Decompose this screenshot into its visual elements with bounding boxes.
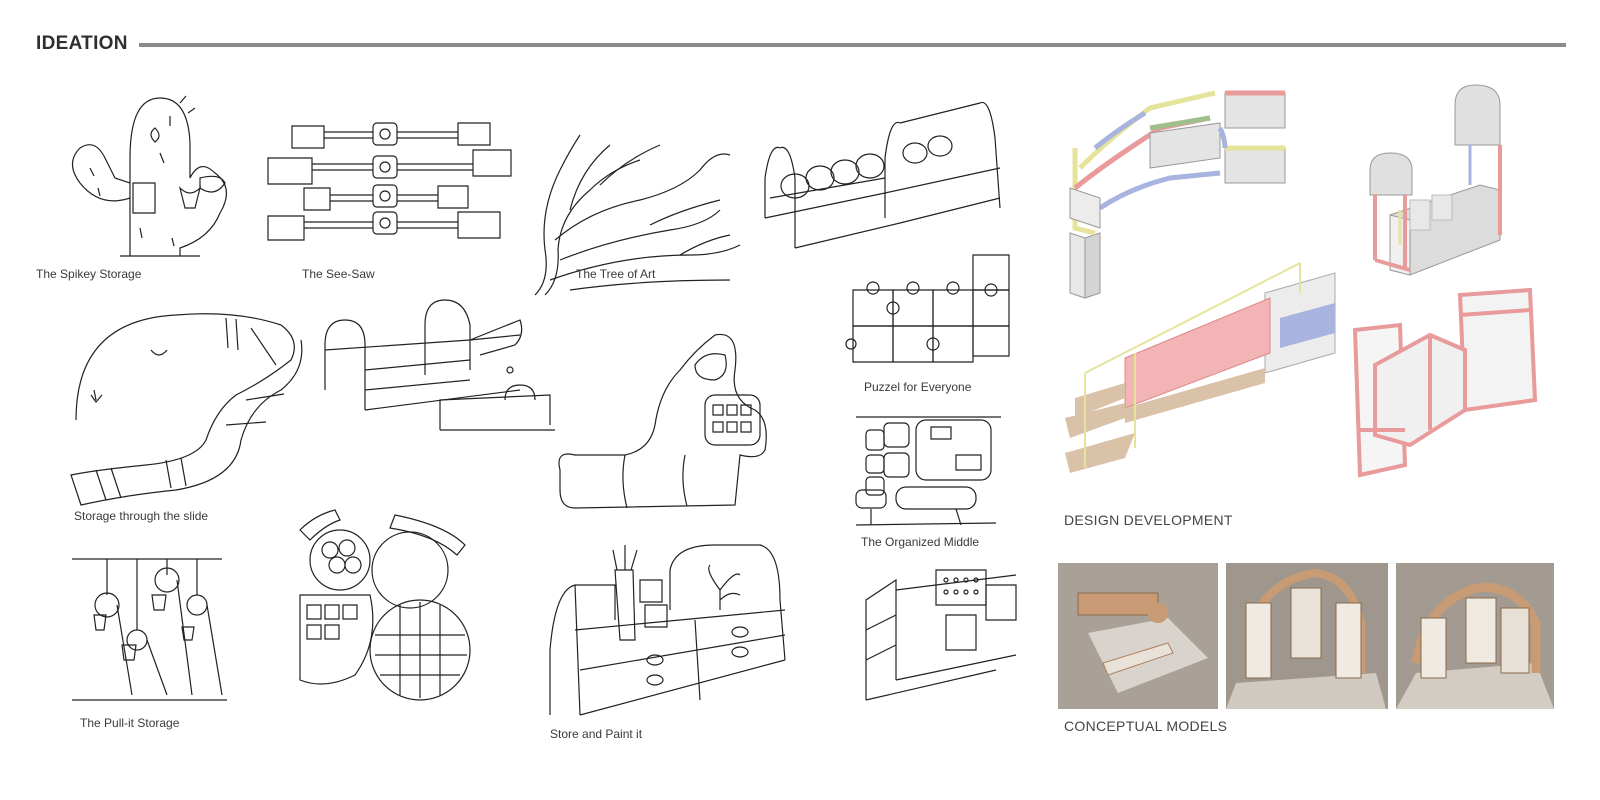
caption-spikey-storage: The Spikey Storage [36, 267, 142, 281]
caption-slide: Storage through the slide [74, 509, 209, 523]
sketch-blob-seating [555, 330, 785, 520]
sketch-swing-bench [760, 98, 1010, 253]
sketch-cabinet [866, 560, 1026, 705]
sketch-circle-storage [295, 510, 475, 710]
sketch-see-saw [268, 118, 518, 248]
section-label-design-development: DESIGN DEVELOPMENT [1064, 512, 1233, 528]
caption-organized-middle: The Organized Middle [861, 535, 980, 549]
caption-see-saw: The See-Saw [302, 267, 375, 281]
model-photo-3 [1396, 563, 1554, 709]
model-photo-2 [1226, 563, 1388, 709]
sketch-puzzle [848, 250, 1018, 375]
sketch-spikey-storage [60, 88, 250, 263]
sketch-slide [66, 310, 306, 510]
caption-pull-it-storage: The Pull-it Storage [80, 716, 180, 730]
section-label-conceptual-models: CONCEPTUAL MODELS [1064, 718, 1228, 734]
page-title: IDEATION [36, 33, 128, 54]
header-divider [139, 43, 1566, 47]
sketch-pull-it-storage [72, 555, 227, 710]
sketch-organized-middle [856, 415, 1011, 530]
sketch-arched-shelves [320, 300, 560, 440]
sketch-store-and-paint [545, 540, 795, 720]
model-photo-1 [1058, 563, 1218, 709]
page-header: IDEATION [36, 30, 1566, 60]
caption-tree-of-art: The Tree of Art [576, 267, 656, 281]
render-stepped-shelf [1065, 258, 1340, 488]
caption-puzzle: Puzzel for Everyone [864, 380, 972, 394]
render-arched-units [1370, 85, 1520, 285]
render-wire-frames [1350, 290, 1540, 490]
caption-store-and-paint: Store and Paint it [550, 727, 643, 741]
sketch-tree-of-art [530, 130, 745, 300]
render-curved-shelf [1070, 88, 1320, 303]
